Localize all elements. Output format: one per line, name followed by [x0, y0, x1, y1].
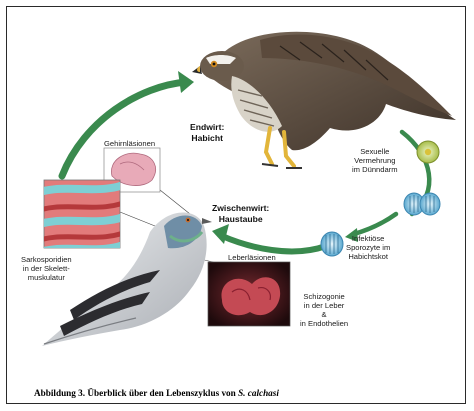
sporocyst-feces	[321, 232, 343, 256]
muscle-sarcocyst-inset	[30, 180, 130, 256]
caption-prefix: Abbildung 3. Überblick über den Lebenszy…	[34, 388, 238, 398]
sporocyst-pair-intestine	[404, 193, 440, 215]
cycle-arrow-lower-right	[354, 214, 396, 234]
cycle-arrow-to-pigeon	[222, 236, 326, 251]
intermediate-host-label: Zwischenwirt:Haustaube	[212, 203, 269, 224]
figure-caption: Abbildung 3. Überblick über den Lebenszy…	[34, 388, 279, 398]
oocyst-stage	[417, 141, 439, 163]
caption-species: S. calchasi	[238, 388, 279, 398]
liver-lesions-label: Leberläsionen	[228, 253, 276, 262]
definitive-host-label: Endwirt:Habicht	[190, 122, 224, 143]
cycle-arrow-to-hawk-head	[178, 71, 194, 93]
brain-lesions-label: Gehirnläsionen	[104, 139, 155, 148]
liver-lesion-inset	[208, 262, 290, 326]
